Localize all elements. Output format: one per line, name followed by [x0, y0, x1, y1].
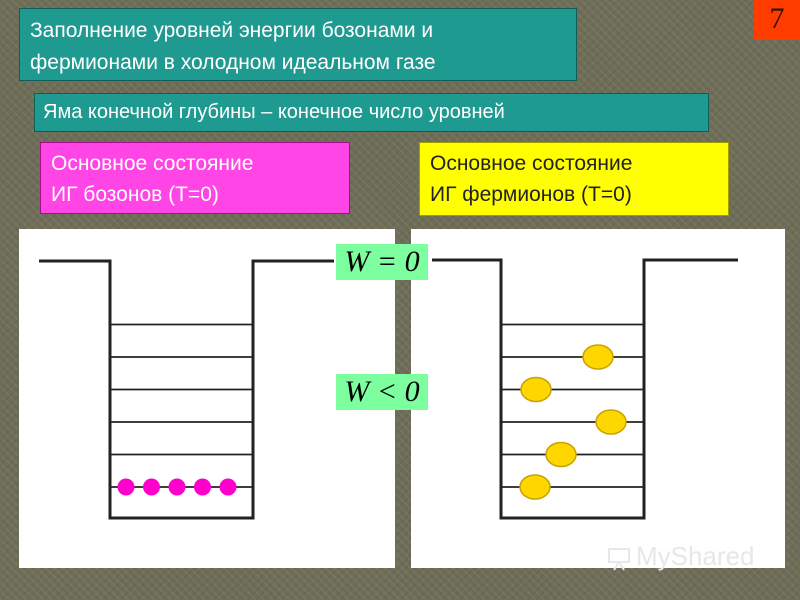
fermion-well-outline [432, 258, 738, 520]
slide-title-line-1: Заполнение уровней энергии бозонами и [30, 19, 434, 42]
formula-w-zero: W = 0 [336, 244, 428, 280]
fermions-panel [411, 229, 785, 568]
fermion-particle [545, 441, 577, 468]
boson-particle [194, 478, 211, 496]
boson-well [39, 259, 334, 520]
bosons-label: Основное состояние ИГ бозонов (T=0) [40, 142, 350, 214]
formula-w-negative: W < 0 [336, 374, 428, 410]
fermions-label-line-1: Основное состояние [430, 152, 633, 175]
fermion-particle [520, 376, 552, 403]
boson-well-outline [39, 259, 334, 520]
slide-number: 7 [754, 0, 800, 40]
fermion-well [432, 258, 738, 520]
fermions-label: Основное состояние ИГ фермионов (T=0) [419, 142, 729, 216]
boson-particle [168, 478, 186, 496]
watermark-text: MyShared [636, 541, 755, 571]
presentation-icon [608, 548, 630, 571]
watermark: MyShared [606, 536, 776, 576]
bosons-label-line-2: ИГ бозонов (T=0) [51, 183, 219, 206]
slide-subtitle: Яма конечной глубины – конечное число ур… [34, 93, 709, 132]
fermion-particle [519, 474, 551, 500]
slide-title-line-2: фермионами в холодном идеальном газе [30, 51, 436, 74]
fermion-particle [582, 344, 614, 370]
fermion-particle [595, 409, 627, 435]
bosons-panel [19, 229, 395, 568]
boson-particle [219, 478, 237, 496]
bosons-label-line-1: Основное состояние [51, 152, 254, 175]
boson-particle [117, 478, 135, 496]
fermions-label-line-2: ИГ фермионов (T=0) [430, 183, 632, 206]
slide-title: Заполнение уровней энергии бозонами и фе… [19, 8, 577, 81]
boson-particle [143, 478, 160, 496]
